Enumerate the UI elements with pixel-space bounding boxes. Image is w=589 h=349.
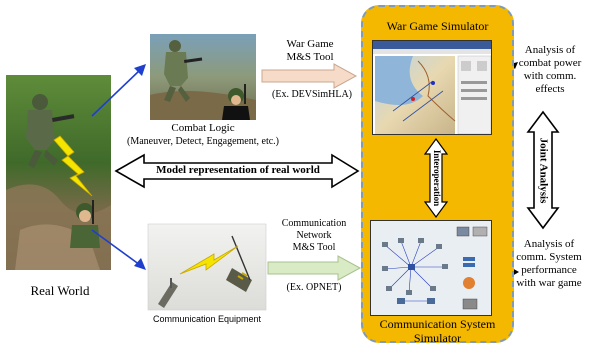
wargame-tool-line2: M&S Tool xyxy=(286,51,334,63)
analysis-combat-line4: effects xyxy=(535,83,565,95)
network-tool-line2: Network xyxy=(296,230,332,241)
wargame-tool-arrow xyxy=(261,63,358,89)
network-tool-example: (Ex. OPNET) xyxy=(286,282,342,293)
combat-photo xyxy=(150,34,256,120)
interoperation-arrow xyxy=(424,138,448,218)
analysis-combat-line2: combat power xyxy=(518,57,582,69)
combat-logic-detail: (Maneuver, Detect, Engagement, etc.) xyxy=(126,136,280,147)
analysis-comm-line3: performance xyxy=(521,264,577,276)
real-world-photo xyxy=(6,75,111,270)
analysis-comm-line2: comm. System xyxy=(516,251,582,263)
real-world-lightning-icon xyxy=(53,135,93,197)
network-tool-line1: Communication xyxy=(281,218,347,229)
joint-analysis-arrow xyxy=(526,110,560,230)
combat-logic-label: Combat Logic xyxy=(171,122,235,134)
comm-equipment-label: Communication Equipment xyxy=(152,314,262,324)
analysis-combat-line1: Analysis of xyxy=(524,44,576,56)
comm-system-screen xyxy=(370,220,492,316)
blue-link-arrows xyxy=(91,64,146,270)
comm-lightning-icon xyxy=(179,245,239,275)
network-tool-line3: M&S Tool xyxy=(292,242,336,253)
war-game-screen xyxy=(372,40,492,135)
analysis-comm-line4: with war game xyxy=(516,277,582,289)
war-game-simulator-title: War Game Simulator xyxy=(386,19,489,33)
war-game-map xyxy=(373,41,491,134)
wargame-tool-example: (Ex. DEVSimHLA) xyxy=(272,89,352,100)
analysis-combat-line3: with comm. xyxy=(523,70,577,82)
wargame-tool-line1: War Game xyxy=(286,38,334,50)
model-representation-arrow xyxy=(114,153,360,189)
interoperation-label: Interoperation xyxy=(432,149,442,207)
real-world-label: Real World xyxy=(30,283,90,298)
comm-simulator-title-line1: Communication System xyxy=(379,317,496,331)
model-representation-label: Model representation of real world xyxy=(156,164,320,176)
joint-analysis-label: Joint Analysis xyxy=(537,137,550,204)
analysis-comm-line1: Analysis of xyxy=(523,238,575,250)
network-tool-arrow xyxy=(267,255,362,281)
network-topology xyxy=(371,221,491,315)
comm-simulator-title-line2: Simulator xyxy=(413,331,462,345)
